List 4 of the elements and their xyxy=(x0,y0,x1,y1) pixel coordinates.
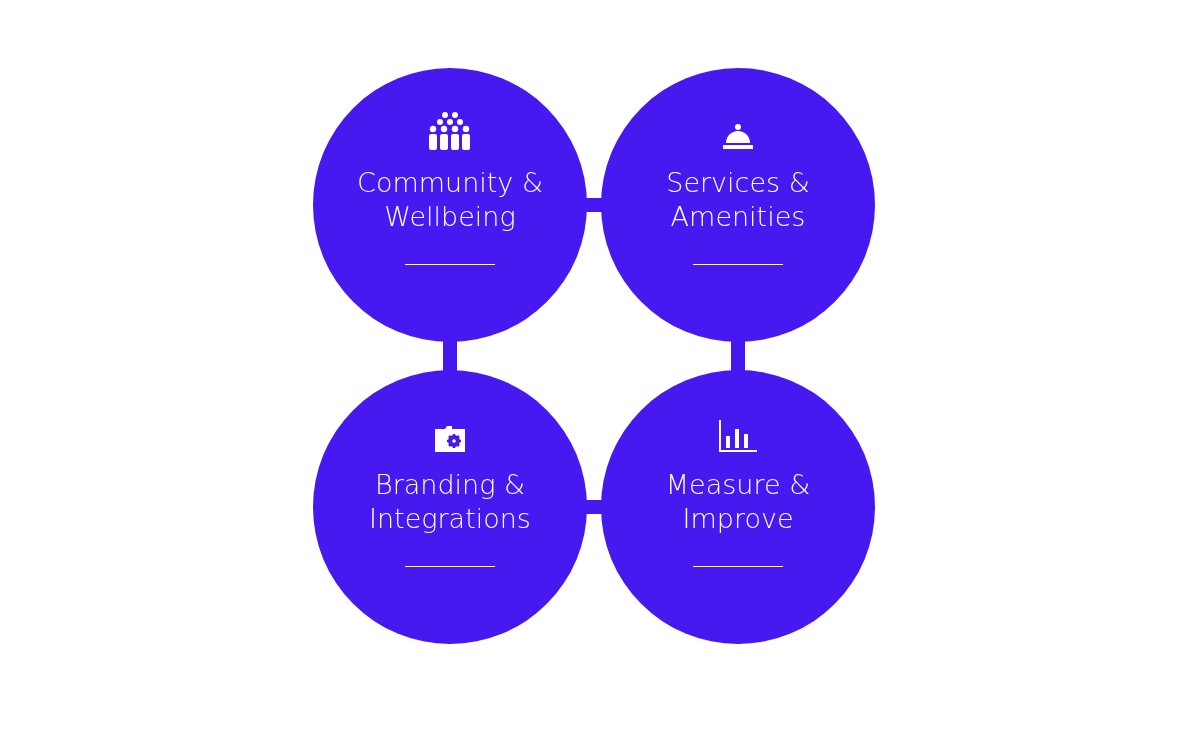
topic-title: Branding & Integrations xyxy=(368,468,532,536)
topic-title: Services & Amenities xyxy=(665,166,811,234)
topic-title: Measure & Improve xyxy=(664,468,812,536)
topic-title: Community & Wellbeing xyxy=(356,166,544,234)
